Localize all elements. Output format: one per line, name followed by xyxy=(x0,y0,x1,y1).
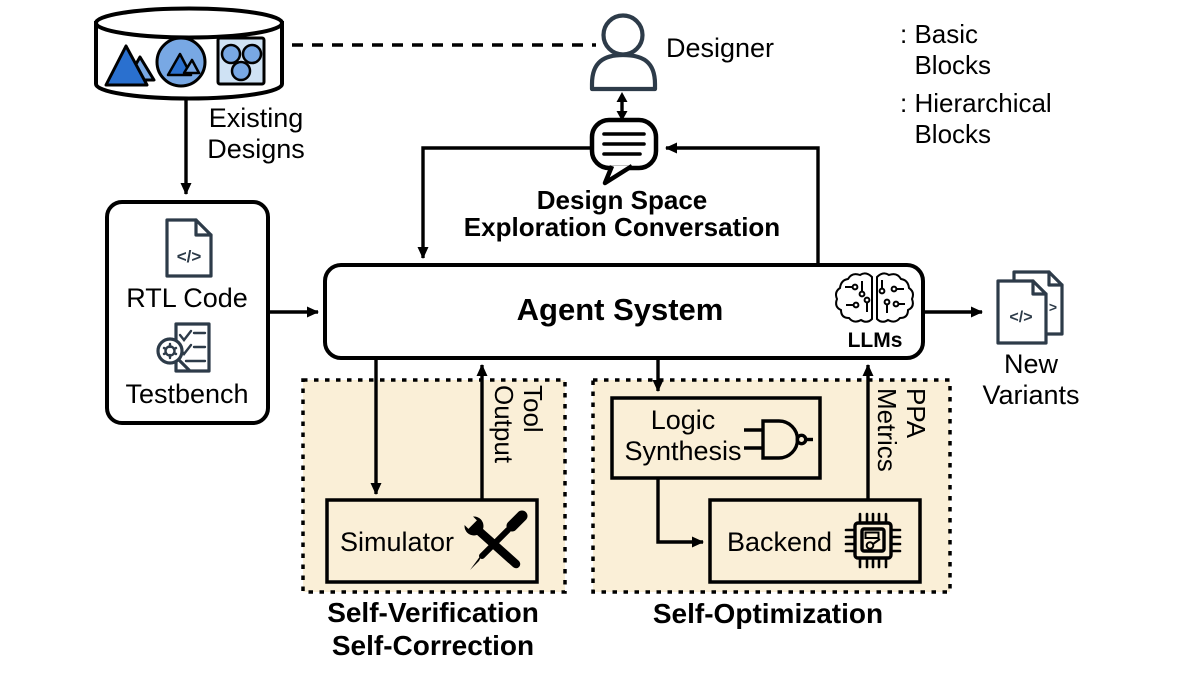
legend-basic-label: : Basic Blocks xyxy=(900,19,992,80)
conversation-bubble-icon xyxy=(589,117,659,186)
llm-brain-icon xyxy=(835,272,914,323)
code-glyph-front: </> xyxy=(1009,309,1032,326)
existing-designs-label: Existing Designs xyxy=(207,103,305,164)
new-variants-icon: > </> xyxy=(996,270,1064,345)
code-glyph: </> xyxy=(177,247,202,266)
new-variants-label: New Variants xyxy=(982,349,1080,410)
code-file-icon: </> xyxy=(165,218,213,278)
self-optimization-caption: Self-Optimization xyxy=(652,598,884,629)
code-glyph-back: > xyxy=(1049,299,1057,315)
ppa-metrics-label: PPA Metrics xyxy=(872,388,931,472)
self-verification-caption: Self-Verification Self-Correction xyxy=(327,597,539,661)
arrow-agent-to-conversation xyxy=(665,142,820,264)
logic-synthesis-box xyxy=(610,396,822,480)
arrow-synthesis-to-backend xyxy=(656,478,704,548)
logic-synthesis-label: Logic Synthesis xyxy=(624,405,742,466)
tool-output-label: Tool Output xyxy=(489,385,548,464)
designer-label: Designer xyxy=(666,33,775,63)
simulator-box xyxy=(325,498,539,584)
rtl-code-label: RTL Code xyxy=(126,283,248,313)
rtl-testbench-box xyxy=(105,200,270,425)
legend-hierarchical-label: : Hierarchical Blocks xyxy=(900,88,1052,149)
llms-label: LLMs xyxy=(847,329,903,352)
existing-designs-database xyxy=(94,6,284,101)
simulator-label: Simulator xyxy=(340,527,455,557)
testbench-label: Testbench xyxy=(125,379,249,409)
agent-system-title: Agent System xyxy=(516,292,724,327)
arrow-conversation-to-agent xyxy=(417,146,591,259)
chip-icon xyxy=(844,512,902,569)
basic-blocks-icon xyxy=(104,44,156,87)
nand-gate-icon xyxy=(744,419,813,460)
hierarchical-blocks-icon xyxy=(216,36,266,86)
hierarchical-module-icon xyxy=(155,36,207,88)
backend-label: Backend xyxy=(727,527,833,557)
designer-conversation-arrow xyxy=(616,92,628,121)
conversation-label: Design Space Exploration Conversation xyxy=(463,185,781,242)
testbench-icon xyxy=(156,322,211,373)
tools-icon xyxy=(457,509,528,570)
designer-icon xyxy=(589,13,658,92)
